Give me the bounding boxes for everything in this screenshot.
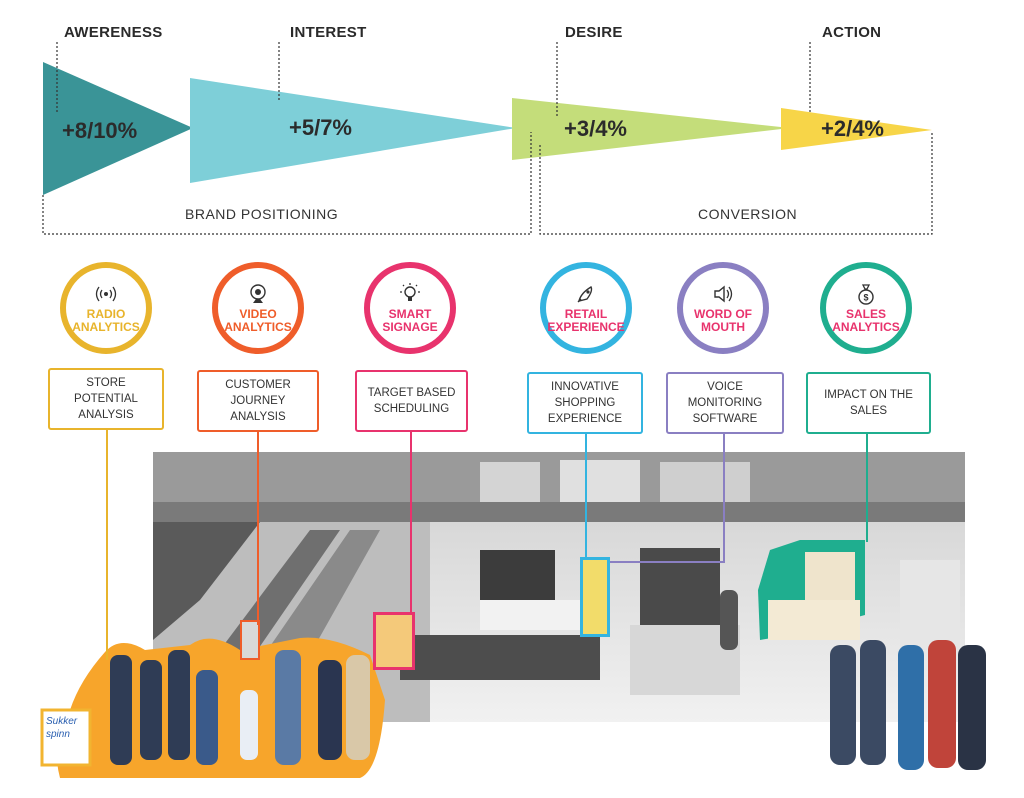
funnel-stage-interest bbox=[190, 78, 516, 183]
radio-signal-icon bbox=[94, 282, 118, 306]
stage-title-action: ACTION bbox=[822, 24, 882, 41]
stage-title-interest: INTEREST bbox=[290, 24, 367, 41]
sign-line-1: Sukker bbox=[46, 716, 78, 727]
money-bag-icon: $ bbox=[854, 282, 878, 306]
store-photo bbox=[40, 452, 986, 778]
smart-signage-screen bbox=[373, 612, 415, 670]
stage-title-awareness: AWERENESS bbox=[64, 24, 163, 41]
stage-title-desire: DESIRE bbox=[565, 24, 623, 41]
stage-value-action: +2/4% bbox=[821, 116, 884, 141]
connector-sales bbox=[866, 432, 868, 542]
funnel-stage-awareness bbox=[43, 62, 193, 195]
connector-retail bbox=[585, 432, 587, 559]
connector-radio bbox=[106, 430, 108, 660]
connector-word-of-mouth-horizontal bbox=[610, 561, 725, 563]
speaker-icon bbox=[711, 282, 735, 306]
retail-experience-screen bbox=[580, 557, 610, 637]
connector-signage bbox=[410, 430, 412, 615]
stage-value-awareness: +8/10% bbox=[62, 118, 138, 143]
video-camera-screen bbox=[240, 620, 260, 660]
stage-value-interest: +5/7% bbox=[289, 115, 352, 140]
funnel-graphic bbox=[42, 42, 933, 235]
bracket-conversion bbox=[539, 132, 933, 235]
bracket-label-conversion: CONVERSION bbox=[698, 206, 798, 222]
webcam-icon bbox=[246, 282, 270, 306]
stage-value-desire: +3/4% bbox=[564, 116, 627, 141]
connector-video bbox=[257, 430, 259, 625]
bracket-label-brand-positioning: BRAND POSITIONING bbox=[185, 206, 339, 222]
sign-line-2: spinn bbox=[46, 729, 70, 740]
connector-word-of-mouth bbox=[723, 432, 725, 562]
funnel-stage-action bbox=[781, 108, 932, 150]
bracket-brand-positioning bbox=[42, 132, 532, 235]
funnel-stage-desire bbox=[512, 98, 790, 160]
rocket-icon bbox=[574, 282, 598, 306]
svg-text:$: $ bbox=[863, 293, 868, 303]
sign-board-text: Sukker spinn bbox=[46, 715, 88, 741]
lightbulb-icon bbox=[398, 282, 422, 306]
